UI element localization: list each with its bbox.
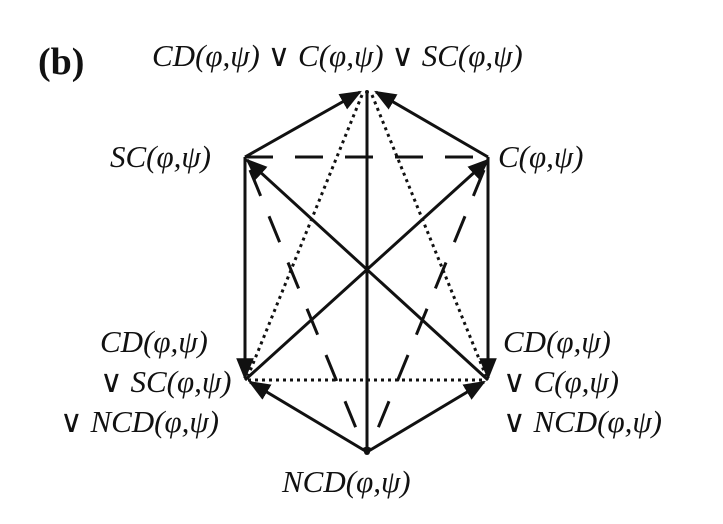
node-top-label: CD(φ,ψ) ∨ C(φ,ψ) ∨ SC(φ,ψ) bbox=[152, 38, 523, 73]
node-ncd-label: NCD(φ,ψ) bbox=[282, 464, 411, 499]
node-left-bottom-line3: ∨ NCD(φ,ψ) bbox=[60, 404, 219, 439]
edge-sc-ncd-dashed bbox=[248, 169, 367, 451]
edge-ncd-leftbottom bbox=[248, 380, 368, 454]
panel-label: (b) bbox=[38, 41, 85, 83]
node-right-bottom-line2: ∨ C(φ,ψ) bbox=[503, 364, 619, 399]
node-c-label: C(φ,ψ) bbox=[498, 139, 584, 174]
edge-top-leftbottom-dotted bbox=[246, 94, 364, 377]
node-left-bottom-line2: ∨ SC(φ,ψ) bbox=[100, 364, 232, 399]
edge-c-ncd-dashed bbox=[367, 169, 486, 451]
node-left-bottom-line1: CD(φ,ψ) bbox=[100, 324, 208, 359]
edge-rightbottom-sc bbox=[245, 158, 490, 382]
node-sc-label: SC(φ,ψ) bbox=[110, 139, 211, 174]
node-right-bottom-line3: ∨ NCD(φ,ψ) bbox=[503, 404, 662, 439]
edge-top-rightbottom-dotted bbox=[370, 94, 488, 377]
node-right-bottom-line1: CD(φ,ψ) bbox=[503, 324, 611, 359]
edge-ncd-rightbottom bbox=[366, 380, 486, 454]
edge-c-top bbox=[374, 90, 489, 159]
edge-sc-top bbox=[244, 90, 362, 159]
